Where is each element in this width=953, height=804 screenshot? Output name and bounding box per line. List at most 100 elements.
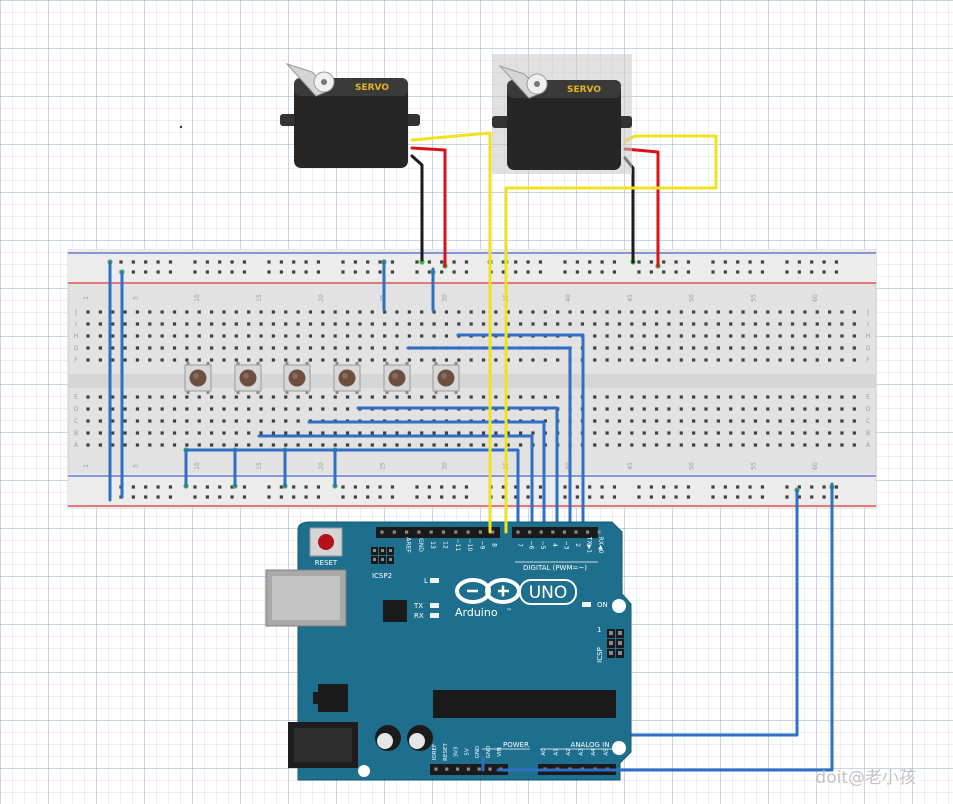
breadboard-hole xyxy=(234,431,238,435)
rail-hole xyxy=(131,495,135,499)
breadboard-hole xyxy=(86,395,90,399)
rail-hole xyxy=(822,485,826,489)
rail-hole xyxy=(156,260,160,264)
led-tx xyxy=(430,603,439,608)
breadboard-hole xyxy=(543,395,547,399)
header-pin xyxy=(380,530,384,534)
breadboard-hole xyxy=(444,334,449,338)
breadboard-hole xyxy=(284,395,288,399)
breadboard-hole xyxy=(642,431,646,435)
servo1-black-wire xyxy=(410,154,424,262)
breadboard-hole xyxy=(185,334,189,338)
breadboard-hole xyxy=(766,358,770,362)
rail-hole xyxy=(390,260,395,264)
breadboard-hole xyxy=(308,322,313,326)
breadboard-hole xyxy=(790,334,795,338)
rail-hole xyxy=(279,260,283,264)
rail-hole xyxy=(131,260,135,264)
breadboard-hole xyxy=(247,322,251,326)
rail-hole xyxy=(267,485,271,489)
rail-hole xyxy=(810,495,814,499)
breadboard-hole xyxy=(593,322,597,326)
breadboard-hole xyxy=(543,419,547,423)
breadboard-hole xyxy=(778,407,782,411)
top-header-label: AREF xyxy=(405,537,412,553)
breadboard-hole xyxy=(617,358,622,362)
rail-hole xyxy=(316,260,321,264)
breadboard-hole xyxy=(580,310,584,314)
breadboard-hole xyxy=(197,358,201,362)
breadboard-hole xyxy=(840,419,844,423)
rail-hole xyxy=(341,485,345,489)
breadboard-hole xyxy=(753,310,758,314)
breadboard-hole xyxy=(259,419,263,423)
breadboard-hole xyxy=(86,419,90,423)
breadboard-hole xyxy=(197,431,201,435)
breadboard-hole xyxy=(321,322,325,326)
rail-hole xyxy=(415,260,419,264)
column-number: 55 xyxy=(750,294,757,302)
breadboard-hole xyxy=(716,407,720,411)
header-pin xyxy=(477,767,481,771)
capacitor-2-top xyxy=(409,733,425,749)
breadboard-hole xyxy=(210,431,214,435)
breadboard-hole xyxy=(766,310,770,314)
microcontroller-chip xyxy=(433,690,616,718)
breadboard-hole xyxy=(605,322,609,326)
icsp-header xyxy=(607,629,624,658)
breadboard-hole xyxy=(308,395,313,399)
breadboard-hole xyxy=(172,310,177,314)
rail-hole xyxy=(292,495,296,499)
breadboard-hole xyxy=(593,310,597,314)
rail-hole xyxy=(662,495,666,499)
jumper-btn6-signal xyxy=(456,333,585,532)
rail-hole xyxy=(168,485,173,489)
icsp-pin1-label: 1 xyxy=(597,626,601,634)
rail-hole xyxy=(427,270,431,274)
rail-hole xyxy=(230,260,234,264)
breadboard-hole xyxy=(172,334,177,338)
rail-hole xyxy=(662,260,666,264)
breadboard-hole xyxy=(86,431,90,435)
breadboard-hole xyxy=(222,322,226,326)
breadboard-hole xyxy=(148,443,152,447)
breadboard-hole xyxy=(593,419,597,423)
breadboard-hole xyxy=(358,443,362,447)
rail-hole xyxy=(131,485,135,489)
breadboard-hole xyxy=(321,310,325,314)
breadboard-hole xyxy=(531,310,535,314)
bottom-header-label: 3V3 xyxy=(454,746,460,757)
breadboard-hole xyxy=(753,443,758,447)
breadboard-hole xyxy=(123,419,127,423)
push-button-6 xyxy=(432,362,460,394)
breadboard-hole xyxy=(605,443,609,447)
breadboard-hole xyxy=(86,358,90,362)
breadboard-hole xyxy=(828,419,832,423)
rail-hole xyxy=(538,270,543,274)
column-number: 45 xyxy=(627,462,634,470)
rail-hole xyxy=(144,270,148,274)
breadboard-hole xyxy=(790,395,795,399)
breadboard-hole xyxy=(284,431,288,435)
bottom-header-label: A2 xyxy=(566,748,572,755)
breadboard-hole xyxy=(271,322,275,326)
breadboard-hole xyxy=(481,310,486,314)
rail-hole xyxy=(686,270,691,274)
header-pin xyxy=(466,767,470,771)
breadboard-hole xyxy=(828,346,832,350)
rail-hole xyxy=(797,485,801,489)
rail-hole xyxy=(810,260,814,264)
breadboard-hole xyxy=(210,322,214,326)
rail-hole xyxy=(612,485,617,489)
push-button-2 xyxy=(234,362,262,394)
breadboard-hole xyxy=(716,322,720,326)
breadboard-hole xyxy=(321,443,325,447)
breadboard-hole xyxy=(815,334,819,338)
breadboard-hole xyxy=(692,395,696,399)
top-header-label: ~6 xyxy=(528,541,535,550)
rail-hole xyxy=(797,260,801,264)
breadboard-hole xyxy=(395,358,399,362)
rail-hole xyxy=(785,495,789,499)
rail-hole xyxy=(119,260,123,264)
breadboard-hole xyxy=(704,419,708,423)
